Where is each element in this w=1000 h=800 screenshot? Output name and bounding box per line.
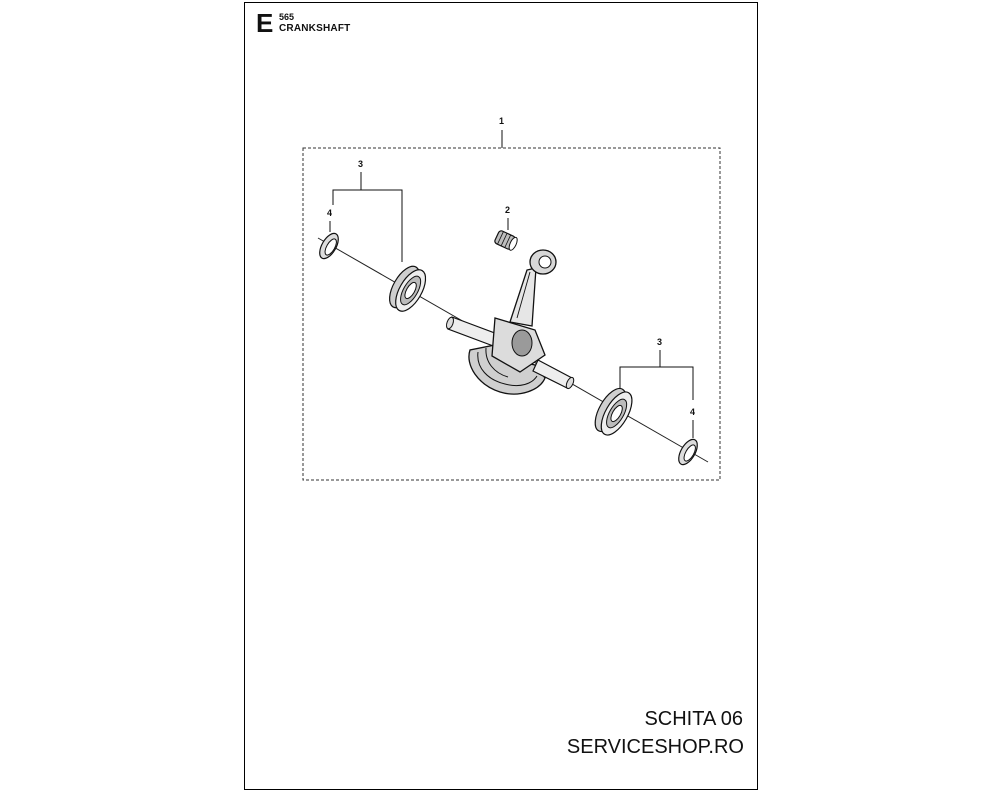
diagram-title: CRANKSHAFT — [279, 23, 351, 34]
needle-bearing — [494, 230, 518, 251]
drawing-sheet-border — [244, 2, 758, 790]
callout-4-right: 4 — [690, 407, 695, 417]
oil-seal-right — [678, 438, 698, 466]
model-number: 565 — [279, 12, 295, 22]
leader-bracket-3-right — [619, 366, 694, 400]
section-letter: E — [256, 8, 274, 38]
callout-4-left: 4 — [327, 208, 332, 218]
callout-1: 1 — [499, 116, 504, 126]
assembly-dashed-box — [302, 147, 721, 481]
callout-2: 2 — [505, 205, 510, 215]
ball-bearing-left — [389, 265, 427, 312]
website-label: SERVICESHOP.RO — [566, 736, 744, 758]
leader-bracket-3-left — [332, 189, 403, 262]
ball-bearing-right — [594, 387, 633, 436]
callout-3-left: 3 — [358, 159, 363, 169]
drawing-number: SCHITA 06 — [644, 708, 743, 730]
crankshaft — [446, 249, 575, 395]
oil-seal-left — [319, 232, 339, 260]
callout-3-right: 3 — [657, 337, 662, 347]
